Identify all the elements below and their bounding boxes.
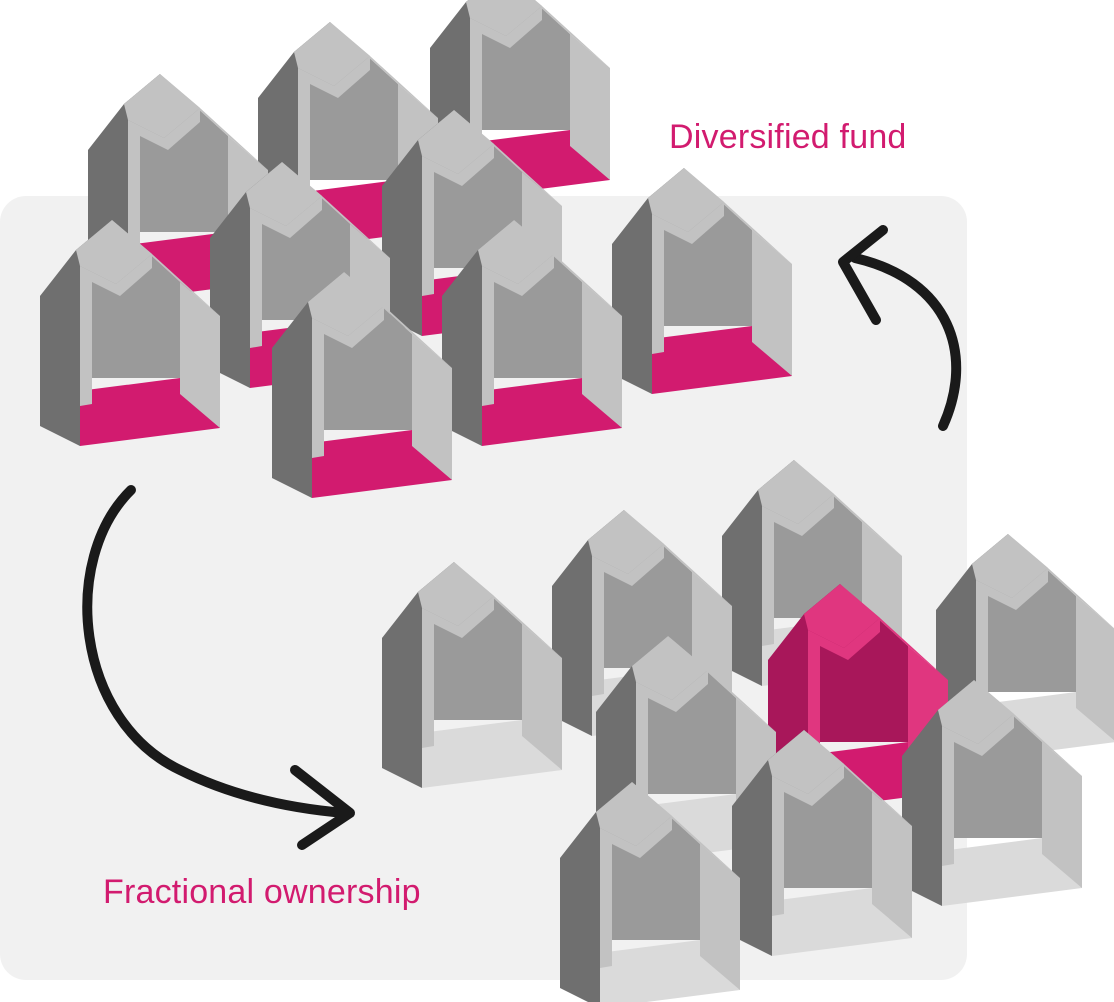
arrowhead-icon bbox=[290, 765, 355, 850]
house-side-wall bbox=[40, 220, 112, 446]
house-frame-icon bbox=[560, 782, 740, 1002]
house-frame-icon bbox=[612, 168, 792, 394]
house-frame-icon bbox=[40, 220, 220, 446]
house-front-wall bbox=[522, 624, 562, 770]
house-roof bbox=[76, 220, 152, 284]
house-frame-edge bbox=[80, 254, 152, 406]
house-roof bbox=[294, 22, 370, 86]
house-roof bbox=[532, 0, 610, 68]
house-roof bbox=[938, 680, 1014, 744]
house-roof bbox=[588, 510, 664, 574]
fractional-ownership-label: Fractional ownership bbox=[103, 873, 421, 911]
house-frame-icon bbox=[442, 220, 622, 446]
diversified-fund-group bbox=[40, 0, 792, 498]
fractional-ownership-group bbox=[382, 460, 1114, 1002]
house-roof bbox=[478, 220, 554, 284]
house-roof bbox=[466, 0, 542, 36]
house-front-wall bbox=[570, 34, 610, 180]
house-front-wall bbox=[700, 844, 740, 990]
house-roof bbox=[804, 584, 880, 648]
house-frame-icon bbox=[382, 562, 562, 788]
house-frame-edge bbox=[942, 714, 1014, 866]
house-side-wall bbox=[382, 562, 454, 788]
house-side-wall bbox=[272, 272, 344, 498]
house-front-wall bbox=[180, 282, 220, 428]
house-side-wall bbox=[442, 220, 514, 446]
house-front-wall bbox=[872, 792, 912, 938]
house-frame-edge bbox=[250, 196, 322, 348]
house-side-wall bbox=[560, 782, 632, 1002]
house-roof bbox=[972, 534, 1048, 598]
house-side-wall bbox=[612, 168, 684, 394]
house-side-wall bbox=[722, 460, 794, 686]
house-frame-edge bbox=[422, 144, 494, 296]
house-front-wall bbox=[412, 334, 452, 480]
house-roof bbox=[418, 562, 494, 626]
house-frame-edge bbox=[312, 306, 384, 458]
house-frame-edge bbox=[422, 596, 494, 748]
house-frame-edge bbox=[652, 202, 724, 354]
house-frame-edge bbox=[600, 816, 672, 968]
house-frame-icon bbox=[902, 680, 1082, 906]
house-roof bbox=[418, 110, 494, 174]
house-front-wall bbox=[1042, 742, 1082, 888]
house-frame-edge bbox=[772, 764, 844, 916]
house-roof bbox=[596, 782, 672, 846]
house-frame-icon bbox=[732, 730, 912, 956]
house-roof bbox=[768, 730, 844, 794]
house-frame-edge bbox=[592, 544, 664, 696]
house-side-wall bbox=[552, 510, 624, 736]
arrows-group bbox=[82, 225, 962, 850]
house-frame-edge bbox=[482, 254, 554, 406]
house-side-wall bbox=[382, 110, 454, 336]
house-front-wall bbox=[582, 282, 622, 428]
house-front-wall bbox=[752, 230, 792, 376]
arrowhead-icon bbox=[838, 225, 888, 325]
house-roof bbox=[648, 168, 724, 232]
house-frame-edge bbox=[762, 494, 834, 646]
curved-arrow-icon bbox=[82, 485, 350, 818]
house-roof bbox=[758, 460, 834, 524]
house-frame-icon bbox=[272, 272, 452, 498]
house-side-wall bbox=[902, 680, 974, 906]
house-front-wall bbox=[1076, 596, 1114, 741]
diversified-fund-label: Diversified fund bbox=[669, 118, 907, 156]
house-side-wall bbox=[210, 162, 282, 388]
curved-arrow-icon bbox=[850, 253, 962, 431]
house-roof bbox=[308, 272, 384, 336]
house-roof bbox=[246, 162, 322, 226]
house-side-wall bbox=[732, 730, 804, 956]
house-roof bbox=[124, 74, 200, 138]
house-roof bbox=[632, 636, 708, 700]
